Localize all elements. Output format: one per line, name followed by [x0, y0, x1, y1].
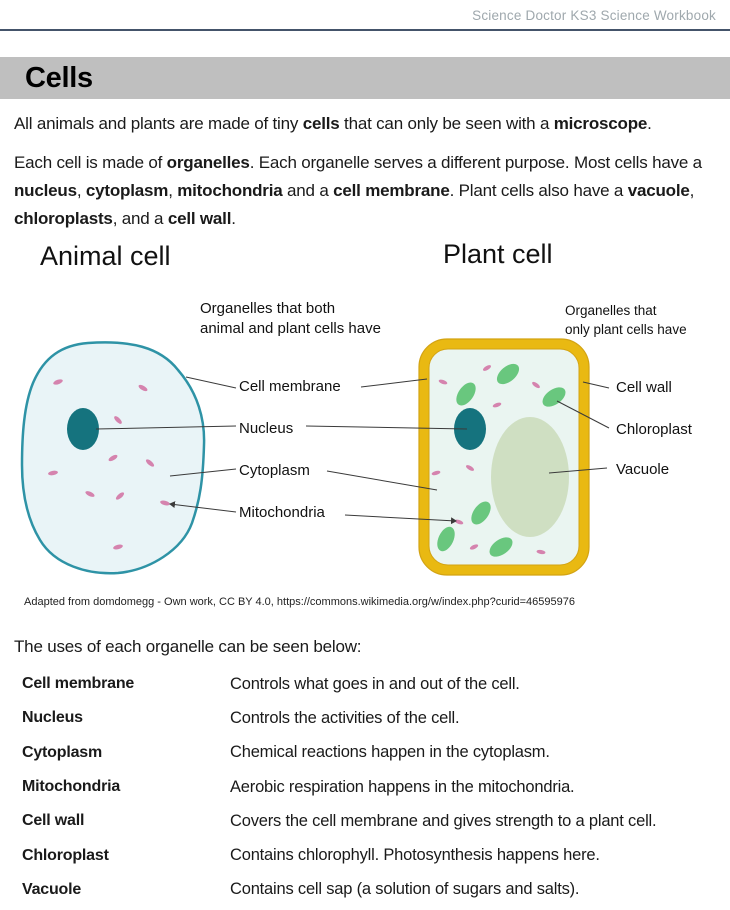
label-cell-wall: Cell wall — [616, 379, 672, 396]
organelle-use: Controls what goes in and out of the cel… — [230, 674, 520, 693]
organelle-name: Vacuole — [22, 880, 82, 898]
organelle-name: Cytoplasm — [22, 743, 102, 761]
table-row: Cell wall Covers the cell membrane and g… — [22, 804, 716, 838]
label-mitochondria: Mitochondria — [239, 504, 325, 521]
table-row: Cell membrane Controls what goes in and … — [22, 667, 716, 701]
label-cell-membrane: Cell membrane — [239, 378, 341, 395]
plant-cell-wall-outer-edge — [418, 338, 590, 576]
table-row: Mitochondria Aerobic respiration happens… — [22, 770, 716, 804]
plant-cell-wall-inner-edge — [428, 348, 580, 566]
shared-organelles-note: Organelles that both animal and plant ce… — [200, 300, 381, 337]
label-chloroplast: Chloroplast — [616, 421, 692, 438]
cell-diagram: Animal cell Plant cell Organelles that b… — [0, 235, 730, 625]
workbook-title: Science Doctor KS3 Science Workbook — [472, 8, 716, 23]
page-header: Science Doctor KS3 Science Workbook — [0, 0, 730, 31]
organelle-name: Cell wall — [22, 812, 85, 830]
intro-paragraph-1: All animals and plants are made of tiny … — [14, 114, 652, 133]
plant-only-organelles-note: Organelles that only plant cells have — [565, 303, 687, 337]
animal-mitochondria-group — [48, 379, 170, 550]
table-row: Nucleus Controls the activities of the c… — [22, 701, 716, 735]
chloroplast-group — [437, 363, 566, 557]
intro-section: All animals and plants are made of tiny … — [0, 110, 730, 233]
organelle-use: Aerobic respiration happens in the mitoc… — [230, 777, 575, 796]
plant-cell-title: Plant cell — [443, 239, 553, 269]
table-row: Cytoplasm Chemical reactions happen in t… — [22, 736, 716, 770]
page-title: Cells — [25, 61, 93, 94]
label-nucleus: Nucleus — [239, 420, 294, 437]
organelle-name: Chloroplast — [22, 846, 109, 864]
cell-diagram-svg — [20, 338, 610, 576]
label-cytoplasm: Cytoplasm — [239, 462, 310, 479]
section-banner: Cells — [0, 57, 730, 99]
organelle-use: Contains chlorophyll. Photosynthesis hap… — [230, 846, 600, 865]
organelle-use: Covers the cell membrane and gives stren… — [230, 811, 657, 830]
organelle-use: Chemical reactions happen in the cytopla… — [230, 743, 550, 762]
intro-paragraph-2: Each cell is made of organelles. Each or… — [14, 153, 702, 228]
organelle-name: Mitochondria — [22, 778, 121, 796]
animal-nucleus-shape — [67, 408, 99, 450]
uses-heading: The uses of each organelle can be seen b… — [14, 637, 362, 656]
plant-nucleus-shape — [454, 408, 486, 450]
vacuole-shape — [491, 417, 569, 537]
table-row: Vacuole Contains cell sap (a solution of… — [22, 873, 716, 907]
organelle-use: Contains cell sap (a solution of sugars … — [230, 880, 580, 899]
animal-cell-title: Animal cell — [40, 241, 171, 271]
organelle-uses-table: Cell membrane Controls what goes in and … — [22, 667, 716, 907]
plant-mitochondria-group — [431, 365, 546, 555]
image-attribution: Adapted from domdomegg - Own work, CC BY… — [24, 596, 575, 608]
organelle-use: Controls the activities of the cell. — [230, 708, 460, 727]
label-connector-lines — [95, 376, 610, 525]
organelle-name: Cell membrane — [22, 675, 135, 693]
table-row: Chloroplast Contains chlorophyll. Photos… — [22, 838, 716, 872]
organelle-name: Nucleus — [22, 709, 83, 727]
label-vacuole: Vacuole — [616, 461, 670, 478]
